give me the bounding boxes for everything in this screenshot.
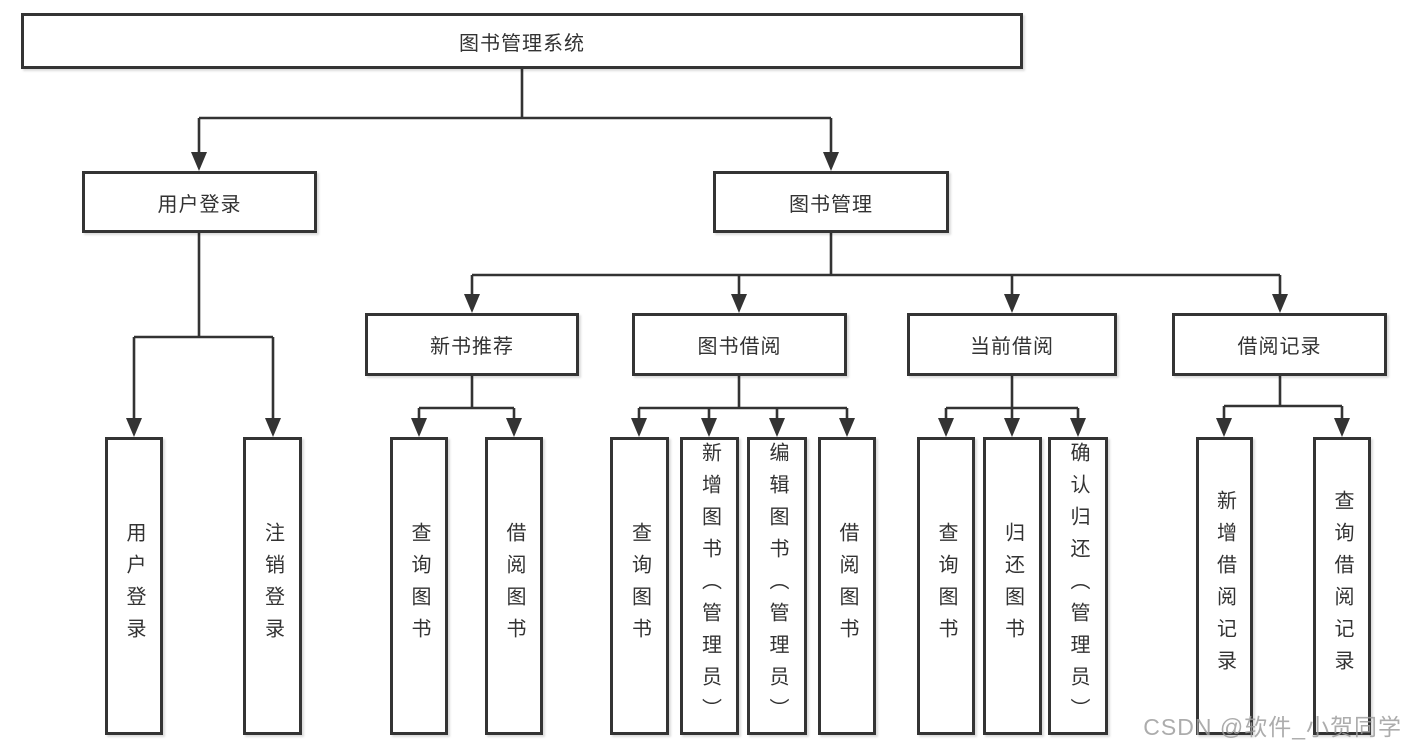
leaf-nbr-borrow-books: 借阅图书 [485,437,543,735]
leaf-br-add-record: 新增借阅记录 [1196,437,1253,735]
node-book-management: 图书管理 [713,171,949,233]
connector-borrow-records-to-leaves [1216,376,1350,437]
leaf-bb-add-books-admin: 新增图书（管理员） [680,437,739,735]
leaf-cb-return-books-label: 归还图书 [1001,522,1024,650]
leaf-cb-return-books: 归还图书 [983,437,1042,735]
leaf-cb-confirm-return-admin-label: 确认归还（管理员） [1067,442,1089,730]
node-new-book-recommend: 新书推荐 [365,313,579,376]
connector-current-borrow-to-leaves [938,376,1086,437]
leaf-bb-query-books-label: 查询图书 [628,522,651,650]
leaf-bb-borrow-books-label: 借阅图书 [836,522,858,650]
node-book-management-label: 图书管理 [789,193,873,216]
leaf-bb-borrow-books: 借阅图书 [818,437,876,735]
leaf-bb-edit-books-admin-label: 编辑图书（管理员） [766,442,788,730]
node-book-borrow-label: 图书借阅 [697,336,782,358]
watermark-text: CSDN @软件_小贺同学 [1143,714,1402,740]
leaf-nbr-query-books-label: 查询图书 [408,522,430,650]
node-root-label: 图书管理系统 [459,32,585,55]
node-user-login: 用户登录 [82,171,317,233]
leaf-bb-edit-books-admin: 编辑图书（管理员） [747,437,807,735]
connector-root-to-level2 [191,69,839,171]
leaf-nbr-query-books: 查询图书 [390,437,448,735]
connector-user-login-to-leaves [126,233,281,437]
node-root: 图书管理系统 [21,13,1023,69]
leaf-logout-label: 注销登录 [261,522,284,650]
connector-new-book-recommend-to-leaves [411,376,522,437]
leaf-nbr-borrow-books-label: 借阅图书 [503,522,525,650]
node-book-borrow: 图书借阅 [632,313,847,376]
node-borrow-records: 借阅记录 [1172,313,1387,376]
leaf-cb-query-books: 查询图书 [917,437,975,735]
leaf-cb-confirm-return-admin: 确认归还（管理员） [1048,437,1108,735]
connector-book-management-to-level3 [464,233,1288,313]
leaf-cb-query-books-label: 查询图书 [935,522,957,650]
connector-book-borrow-to-leaves [631,376,855,437]
node-borrow-records-label: 借阅记录 [1237,336,1322,358]
leaf-bb-query-books: 查询图书 [610,437,669,735]
leaf-logout: 注销登录 [243,437,302,735]
leaf-br-query-record: 查询借阅记录 [1313,437,1371,735]
leaf-bb-add-books-admin-label: 新增图书（管理员） [698,442,721,730]
node-current-borrow-label: 当前借阅 [970,336,1054,358]
leaf-user-login-label: 用户登录 [123,522,145,650]
leaf-user-login: 用户登录 [105,437,163,735]
node-user-login-label: 用户登录 [157,193,242,216]
node-current-borrow: 当前借阅 [907,313,1117,376]
leaf-br-add-record-label: 新增借阅记录 [1213,490,1236,682]
leaf-br-query-record-label: 查询借阅记录 [1331,490,1353,682]
node-new-book-recommend-label: 新书推荐 [430,336,514,358]
